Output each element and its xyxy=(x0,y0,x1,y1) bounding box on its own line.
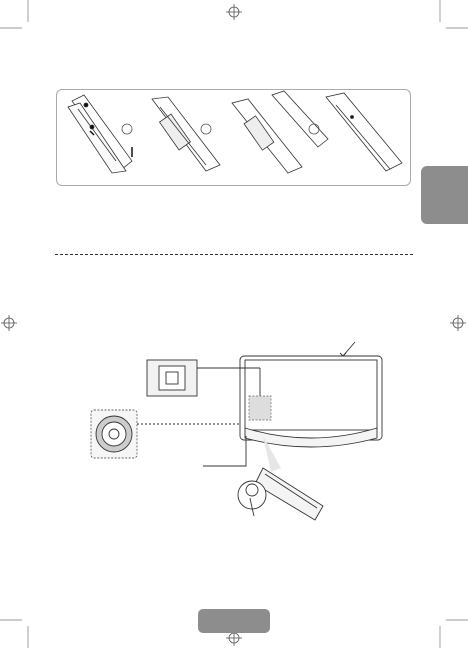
remote-beam xyxy=(263,436,281,472)
remote-step-2 xyxy=(151,96,221,172)
page-number-box xyxy=(198,609,270,633)
remote-step-1 xyxy=(67,94,133,174)
battery-installation-steps xyxy=(67,90,403,174)
step-arrow-2 xyxy=(200,123,212,135)
side-control-area xyxy=(248,395,272,421)
remote-sensor-leader xyxy=(203,436,247,467)
tv-stand xyxy=(244,427,378,448)
tv-controls-illustration xyxy=(90,341,383,521)
step-arrow-1 xyxy=(121,123,133,135)
remote-step-3 xyxy=(231,90,329,174)
battery-installation-panel xyxy=(56,89,411,186)
step-arrow-3 xyxy=(308,123,320,135)
section-side-tab xyxy=(421,166,468,224)
remote-illustration xyxy=(254,467,324,521)
remote-step-4 xyxy=(325,92,403,172)
registration-target-left xyxy=(1,315,17,331)
control-wheel-power xyxy=(108,428,120,440)
registration-target-right xyxy=(450,315,466,331)
registration-target-top xyxy=(226,4,242,20)
section-divider xyxy=(55,254,413,255)
